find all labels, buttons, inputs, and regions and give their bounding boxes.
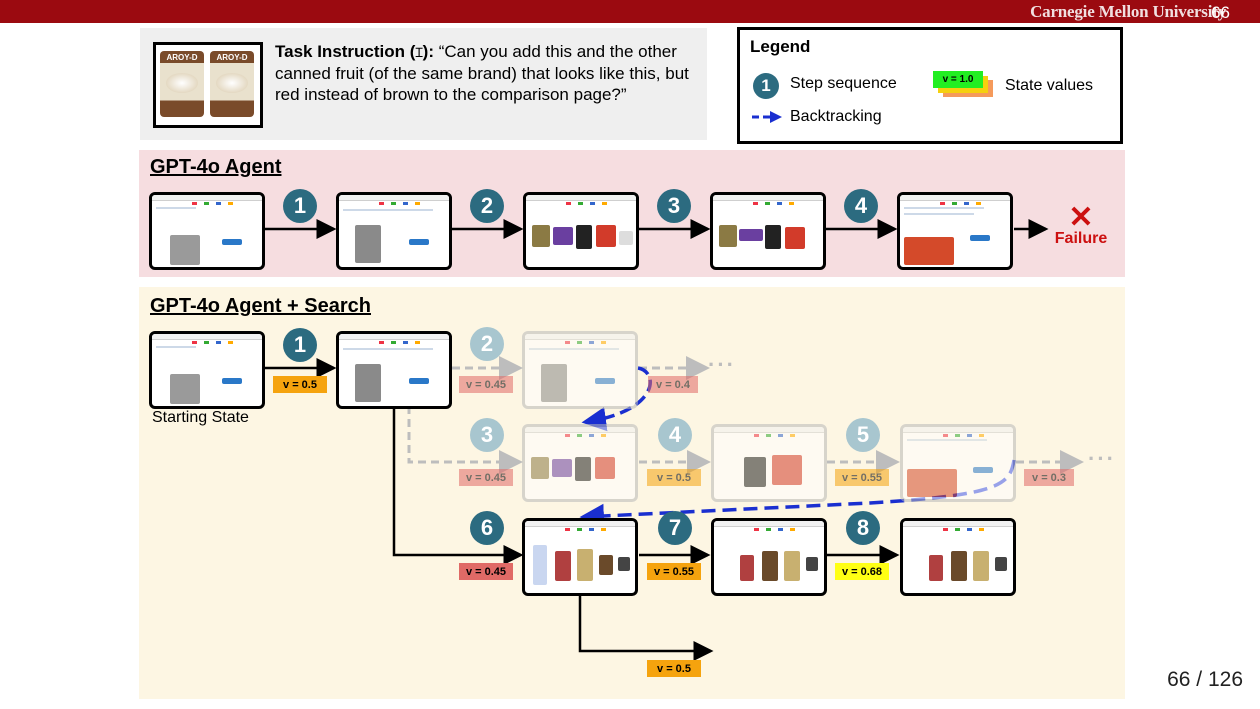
value-box: v = 0.5	[647, 469, 701, 486]
value-box: v = 0.45	[459, 563, 513, 580]
panel-agent-title: GPT-4o Agent	[150, 156, 282, 178]
task-quote: “Can you add this and the other canned f…	[275, 42, 689, 104]
product-image: AROY-D AROY-D	[153, 42, 263, 128]
value-box: v = 0.4	[648, 376, 698, 393]
failure-indicator: ✕ Failure	[1050, 201, 1112, 248]
value-box: v = 0.5	[647, 660, 701, 677]
search-step-1: 1	[283, 328, 317, 362]
can-left: AROY-D	[160, 51, 204, 117]
screenshot-a4	[710, 192, 826, 270]
value-box: v = 0.45	[459, 376, 513, 393]
search-step-7: 7	[658, 511, 692, 545]
search-step-3: 3	[470, 418, 504, 452]
page-badge: 66	[1211, 3, 1230, 22]
search-step-5: 5	[846, 418, 880, 452]
ellipsis-mid: ···	[1088, 446, 1116, 471]
task-instruction-box: AROY-D AROY-D Task Instruction (Ɪ): “Can…	[140, 28, 707, 140]
value-box: v = 0.5	[273, 376, 327, 393]
search-step-8: 8	[846, 511, 880, 545]
value-box: v = 0.55	[835, 469, 889, 486]
screenshot-s3	[522, 424, 638, 502]
failure-x-icon: ✕	[1068, 201, 1094, 234]
value-box: v = 0.3	[1024, 469, 1074, 486]
value-box: v = 0.68	[835, 563, 889, 580]
agent-step-4: 4	[844, 189, 878, 223]
cursor-icon: Ɪ	[415, 45, 423, 60]
screenshot-s4	[711, 424, 827, 502]
legend-step-label: Step sequence	[790, 75, 897, 92]
header-bar: Carnegie Mellon University 66	[0, 0, 1260, 23]
can-right: AROY-D	[210, 51, 254, 117]
screenshot-s8	[900, 518, 1016, 596]
task-text: Task Instruction (Ɪ): “Can you add this …	[275, 42, 689, 104]
panel-search-title: GPT-4o Agent + Search	[150, 295, 371, 317]
agent-step-3: 3	[657, 189, 691, 223]
screenshot-s6	[522, 518, 638, 596]
screenshot-s7	[711, 518, 827, 596]
screenshot-start	[149, 331, 265, 409]
ellipsis-top: ···	[708, 352, 736, 377]
screenshot-a3	[523, 192, 639, 270]
legend-title: Legend	[750, 37, 811, 56]
search-step-2: 2	[470, 327, 504, 361]
agent-step-1: 1	[283, 189, 317, 223]
legend-state-sample: v = 1.0	[933, 71, 983, 88]
page-number: 66 / 126	[1167, 668, 1243, 691]
brand-name: Carnegie Mellon University	[1030, 2, 1226, 21]
backtrack-arrow-icon	[752, 111, 782, 123]
agent-step-2: 2	[470, 189, 504, 223]
screenshot-s1	[336, 331, 452, 409]
legend: Legend 1 Step sequence v = 1.0 State val…	[737, 27, 1123, 144]
value-box: v = 0.55	[647, 563, 701, 580]
search-step-6: 6	[470, 511, 504, 545]
legend-step-circle: 1	[753, 73, 779, 99]
screenshot-s2	[522, 331, 638, 409]
value-box: v = 0.45	[459, 469, 513, 486]
screenshot-a5	[897, 192, 1013, 270]
legend-state-label: State values	[1005, 77, 1094, 94]
starting-state-label: Starting State	[152, 409, 249, 426]
failure-label: Failure	[1054, 230, 1108, 247]
task-label: Task Instruction (	[275, 42, 416, 61]
screenshot-a2	[336, 192, 452, 270]
screenshot-a1	[149, 192, 265, 270]
search-step-4: 4	[658, 418, 692, 452]
legend-backtrack-label: Backtracking	[790, 108, 882, 125]
legend-stack-icon: v = 1.0	[933, 71, 995, 101]
screenshot-s5	[900, 424, 1016, 502]
